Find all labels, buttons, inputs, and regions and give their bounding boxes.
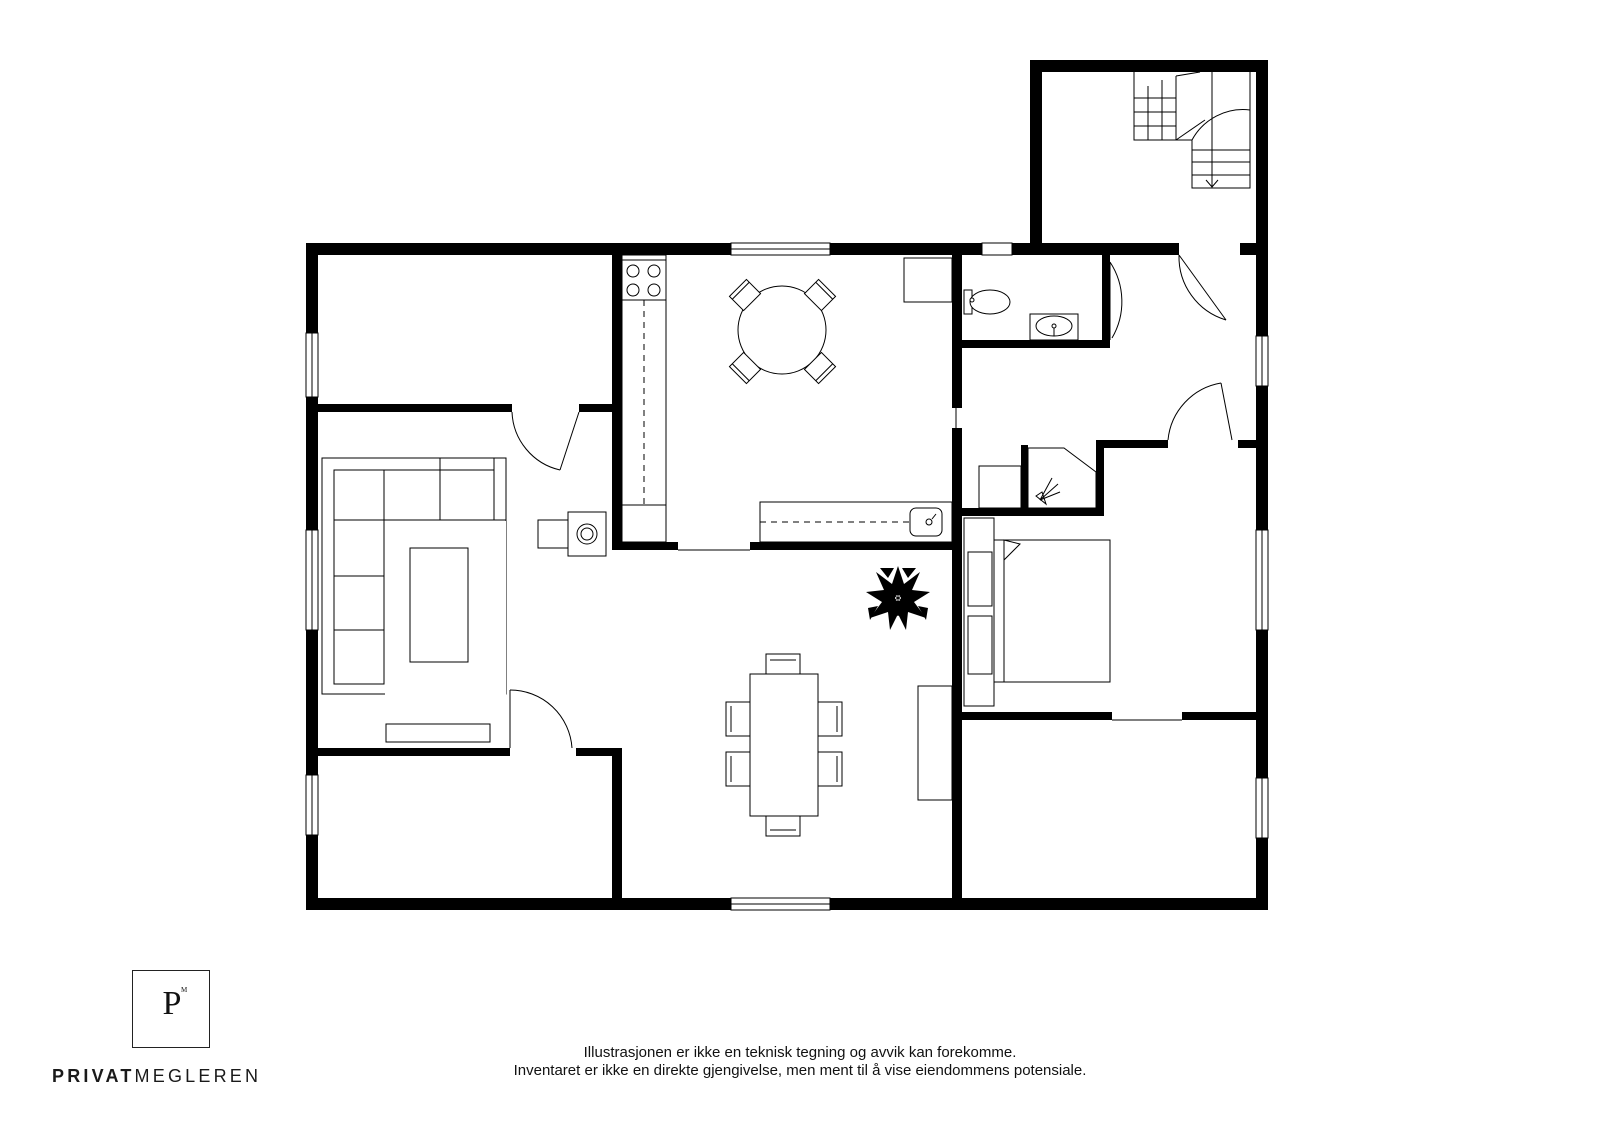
disclaimer-text: Illustrasjonen er ikke en teknisk tegnin… [450,1044,1150,1080]
round-table [728,278,837,385]
brand-name-bold: PRIVAT [52,1066,135,1086]
windows [305,242,1269,911]
brand-wordmark: PRIVATMEGLEREN [52,1066,292,1087]
sideboard [917,685,953,801]
tv-bench [385,723,491,743]
logo-letter: P [162,985,182,1022]
sink-icon [1029,313,1079,341]
shower-icon [1027,447,1097,509]
brand-logo: P M PRIVATMEGLEREN [52,970,292,1090]
disclaimer-line-2: Inventaret er ikke en direkte gjengivels… [513,1062,1087,1079]
dining-table [725,653,843,837]
disclaimer-line-1: Illustrasjonen er ikke en teknisk tegnin… [583,1044,1017,1061]
doors [509,254,1233,749]
toilet-icon [963,289,1011,315]
brand-name-light: MEGLEREN [134,1066,262,1086]
bath-cabinet [978,465,1022,509]
fireplace-icon [537,511,607,557]
stove-icon [621,259,667,301]
logo-mark: P M [132,970,210,1048]
bed [963,517,1111,707]
stairs-icon [1133,71,1251,189]
kitchen-sink-icon [909,507,943,537]
coffee-table [409,547,469,663]
plant-icon [866,566,930,630]
interior-walls [306,243,1268,910]
logo-superscript: M [181,986,188,994]
